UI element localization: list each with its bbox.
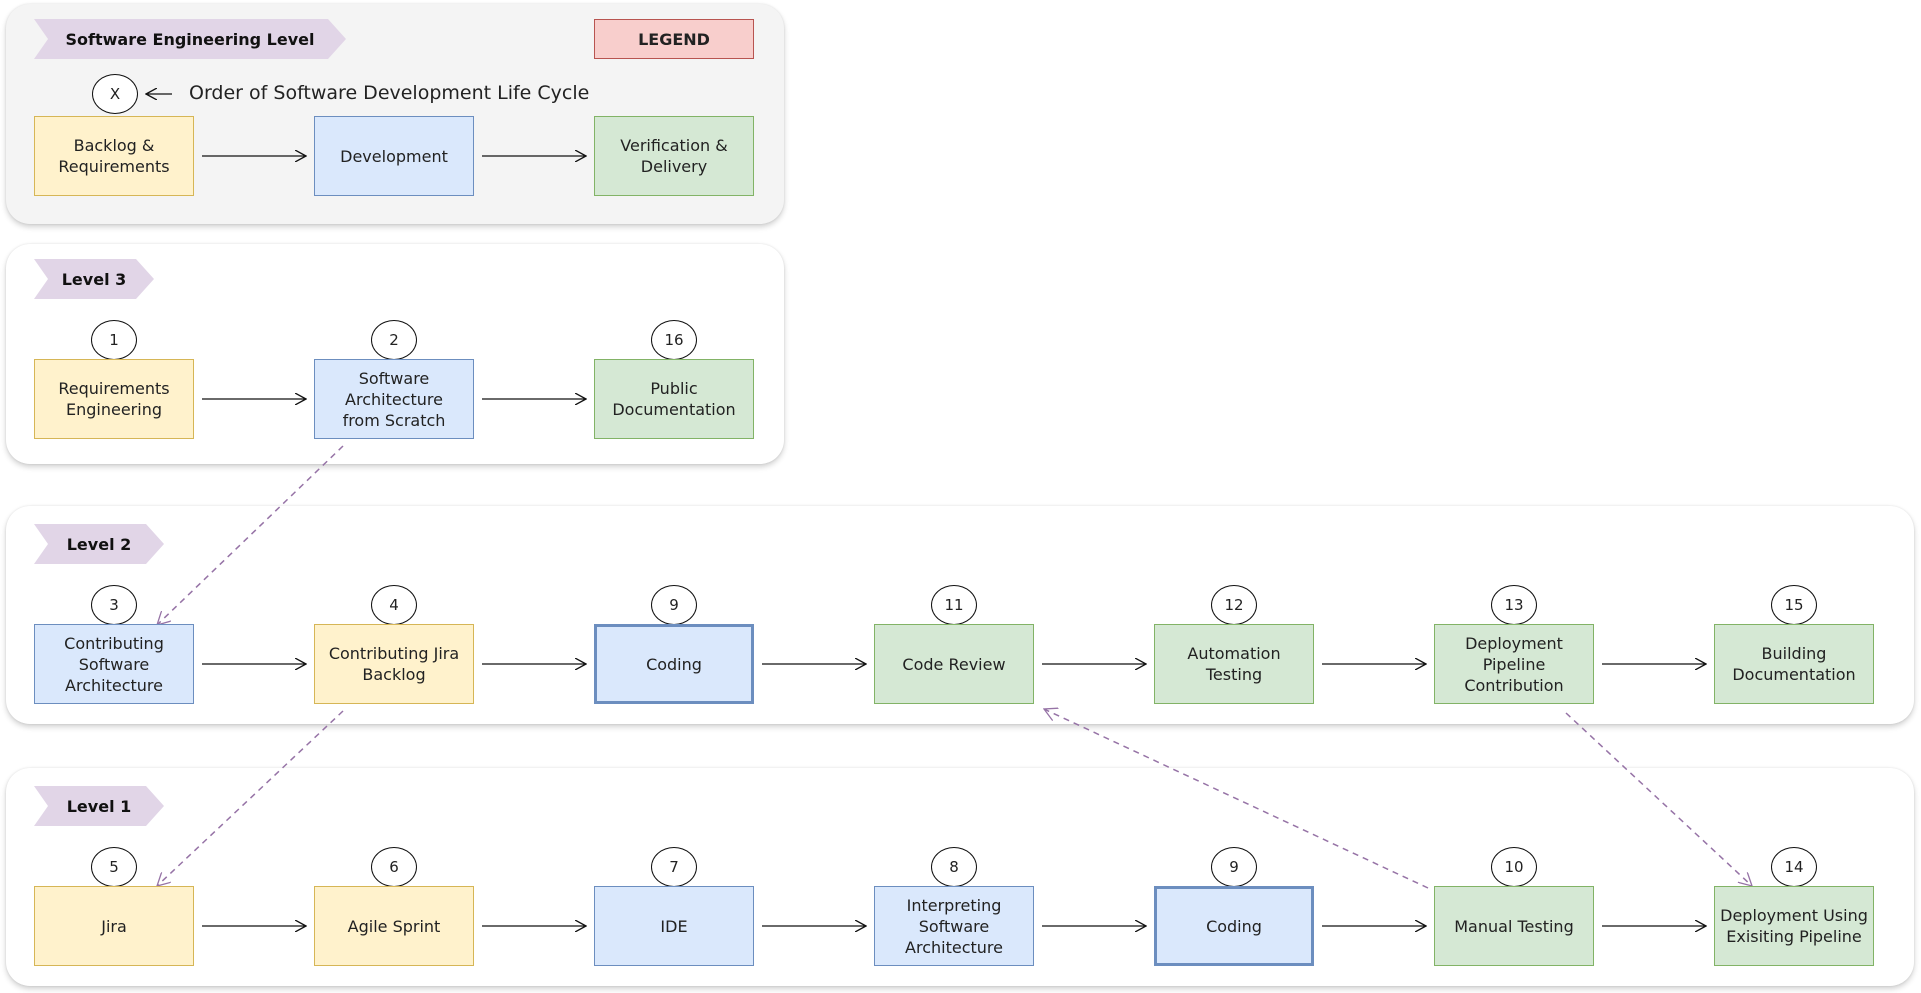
order-marker: X: [92, 74, 138, 114]
level-2-step-3-number: 3: [91, 585, 137, 625]
level-1-step-7-number: 7: [651, 847, 697, 887]
legend-label: LEGEND: [638, 29, 710, 49]
legend-phase-box-3-label: Verification & Delivery: [620, 136, 728, 176]
level-1-step-6-number: 6: [371, 847, 417, 887]
flow-arrows: [202, 156, 1706, 926]
dep-arrow-pipeline-to-deployment: [1565, 712, 1752, 886]
level-2-step-15: Building Documentation: [1714, 624, 1874, 704]
level-1-step-6-label: Agile Sprint: [347, 916, 441, 936]
level-3-step-2: Software Architecture from Scratch: [314, 359, 474, 439]
level-3-title: Level 3: [61, 269, 127, 289]
legend-phase-box-3: Verification & Delivery: [594, 116, 754, 196]
level-3-step-1: Requirements Engineering: [34, 359, 194, 439]
level-2-step-15-number: 15: [1771, 585, 1817, 625]
level-1-step-10: Manual Testing: [1434, 886, 1594, 966]
level-1-step-7-label: IDE: [660, 916, 688, 936]
dep-arrow-architecture-to-contributing: [157, 445, 344, 625]
level-2-step-4-number: 4: [371, 585, 417, 625]
legend-phase-box-1: Backlog & Requirements: [34, 116, 194, 196]
level-3-step-16: Public Documentation: [594, 359, 754, 439]
level-2-step-12-number: 12: [1211, 585, 1257, 625]
level-3-tag: Level 3: [34, 259, 154, 299]
legend-phase-box-1-label: Backlog & Requirements: [58, 136, 170, 176]
level-1-step-10-number: 10: [1491, 847, 1537, 887]
level-3-step-1-label: Requirements Engineering: [58, 379, 170, 419]
level-2-title: Level 2: [66, 534, 132, 554]
level-1-step-8-number: 8: [931, 847, 977, 887]
legend-phase-box-2-label: Development: [340, 146, 448, 166]
level-2-step-9-number: 9: [651, 585, 697, 625]
level-2-step-4-label: Contributing Jira Backlog: [328, 644, 460, 684]
level-1-step-5: Jira: [34, 886, 194, 966]
level-1-step-10-label: Manual Testing: [1454, 916, 1574, 936]
level-2-step-15-label: Building Documentation: [1732, 644, 1856, 684]
level-2-step-4: Contributing Jira Backlog: [314, 624, 474, 704]
level-2-step-12-label: Automation Testing: [1187, 644, 1281, 684]
level-1-step-14-number: 14: [1771, 847, 1817, 887]
level-3-step-1-number: 1: [91, 320, 137, 360]
level-2-step-11-number: 11: [931, 585, 977, 625]
level-2-step-9: Coding: [594, 624, 754, 704]
level-1-step-14-label: Deployment Using Exisiting Pipeline: [1720, 906, 1868, 946]
legend-label-box: LEGEND: [594, 19, 754, 59]
legend-title: Software Engineering Level: [65, 29, 315, 49]
level-1-step-5-label: Jira: [101, 916, 127, 936]
order-description: Order of Software Development Life Cycle: [189, 82, 590, 104]
level-1-step-9: Coding: [1154, 886, 1314, 966]
level-1-step-9-number: 9: [1211, 847, 1257, 887]
level-2-step-13: Deployment Pipeline Contribution: [1434, 624, 1594, 704]
level-2-step-9-label: Coding: [646, 654, 702, 674]
level-3-step-16-label: Public Documentation: [612, 379, 736, 419]
level-2-step-3-label: Contributing Software Architecture: [64, 633, 164, 695]
level-2-step-11-label: Code Review: [902, 654, 1006, 674]
level-2-step-13-number: 13: [1491, 585, 1537, 625]
level-1-step-6: Agile Sprint: [314, 886, 474, 966]
level-1-step-14: Deployment Using Exisiting Pipeline: [1714, 886, 1874, 966]
dep-arrow-manual-testing-to-code-review: [1044, 709, 1429, 889]
dep-arrow-jira-backlog-to-jira: [157, 710, 344, 886]
level-1-tag: Level 1: [34, 786, 164, 826]
level-2-step-13-label: Deployment Pipeline Contribution: [1464, 633, 1564, 695]
level-2-step-12: Automation Testing: [1154, 624, 1314, 704]
dependency-arrows: [157, 445, 1752, 889]
level-1-step-8: Interpreting Software Architecture: [874, 886, 1034, 966]
level-3-step-2-number: 2: [371, 320, 417, 360]
level-1-step-7: IDE: [594, 886, 754, 966]
level-1-step-8-label: Interpreting Software Architecture: [905, 895, 1003, 957]
level-2-step-11: Code Review: [874, 624, 1034, 704]
level-2-step-3: Contributing Software Architecture: [34, 624, 194, 704]
legend-title-tag: Software Engineering Level: [34, 19, 346, 59]
level-1-step-9-label: Coding: [1206, 916, 1262, 936]
level-2-tag: Level 2: [34, 524, 164, 564]
level-3-step-2-label: Software Architecture from Scratch: [342, 368, 446, 430]
legend-phase-box-2: Development: [314, 116, 474, 196]
level-1-step-5-number: 5: [91, 847, 137, 887]
level-1-title: Level 1: [66, 796, 132, 816]
level-3-step-16-number: 16: [651, 320, 697, 360]
